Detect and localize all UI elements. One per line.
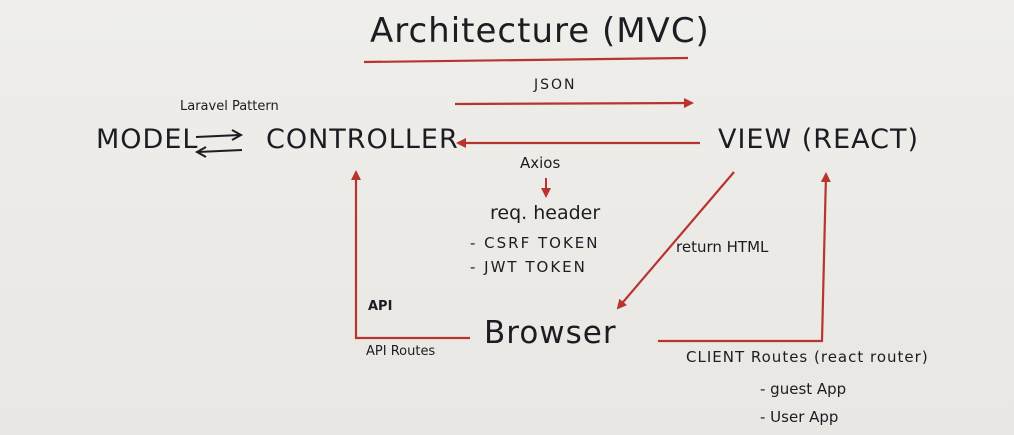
- node-view: VIEW (REACT): [718, 124, 919, 155]
- node-browser: Browser: [484, 315, 617, 351]
- arrow-browser-to-controller-api: [351, 170, 470, 340]
- label-csrf-token: - CSRF TOKEN: [470, 234, 600, 252]
- label-laravel-pattern: Laravel Pattern: [180, 99, 279, 114]
- arrowhead-controller-to-model: [194, 146, 207, 158]
- arrow-model-to-controller: [195, 134, 241, 138]
- arrow-browser-to-view-client: [658, 172, 831, 343]
- arrowhead-model-to-controller: [231, 129, 244, 141]
- node-model: MODEL: [96, 124, 199, 155]
- arrow-view-to-browser: [616, 171, 735, 310]
- label-guest-app: - guest App: [760, 380, 847, 398]
- label-api-routes: API Routes: [366, 344, 436, 359]
- diagram-title: Architecture (MVC): [370, 11, 710, 51]
- label-req-header: req. header: [490, 202, 601, 224]
- arrow-json-controller-to-view: [454, 98, 694, 109]
- label-axios: Axios: [520, 154, 561, 172]
- label-user-app: - User App: [760, 408, 839, 426]
- node-controller: CONTROLLER: [266, 124, 459, 155]
- label-client-routes: CLIENT Routes (react router): [686, 348, 929, 366]
- label-api: API: [368, 299, 393, 314]
- label-jwt-token: - JWT TOKEN: [470, 258, 587, 276]
- arrow-controller-to-model: [197, 149, 243, 153]
- title-underline: [363, 56, 689, 64]
- label-json: JSON: [534, 77, 577, 93]
- label-return-html: return HTML: [676, 238, 769, 256]
